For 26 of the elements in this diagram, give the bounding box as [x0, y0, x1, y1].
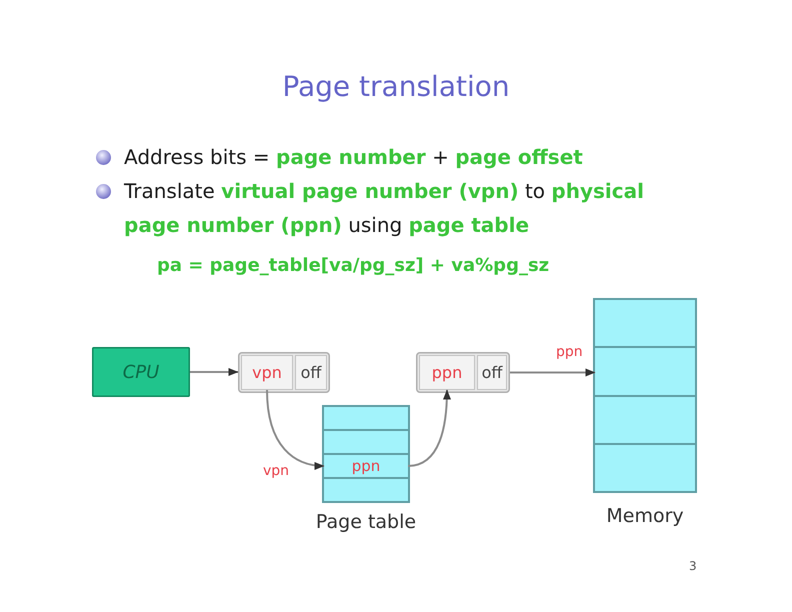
arrow [510, 368, 596, 376]
address-register [416, 352, 510, 393]
memory-row [595, 444, 695, 491]
memory-caption: Memory [606, 505, 684, 527]
address-register [238, 352, 330, 393]
table-row: ppn [324, 455, 408, 477]
table-row [324, 407, 408, 429]
slide-title: Page translation [282, 70, 510, 104]
memory-row [595, 396, 695, 443]
bit-field: off [295, 355, 327, 390]
page-number: 3 [689, 558, 697, 574]
bit-field: vpn [241, 355, 293, 390]
bit-field: ppn [419, 355, 475, 390]
arrow [190, 368, 238, 376]
bullet-text: Translate virtual page number (vpn) to physical page number (ppn) using page table [124, 178, 645, 239]
bit-field: off [477, 355, 507, 390]
bullet-text: Address bits = page number + page offset [124, 144, 583, 171]
arrow [266, 390, 324, 470]
table-row [324, 431, 408, 453]
arrow [408, 390, 451, 467]
cpu-box: CPU [92, 347, 190, 397]
table-row [324, 479, 408, 501]
memory-row [595, 348, 695, 394]
memory-row [595, 300, 695, 346]
formula-text: pa = page_table[va/pg_sz] + va%pg_sz [157, 254, 550, 278]
table-caption: Page table [316, 511, 416, 533]
